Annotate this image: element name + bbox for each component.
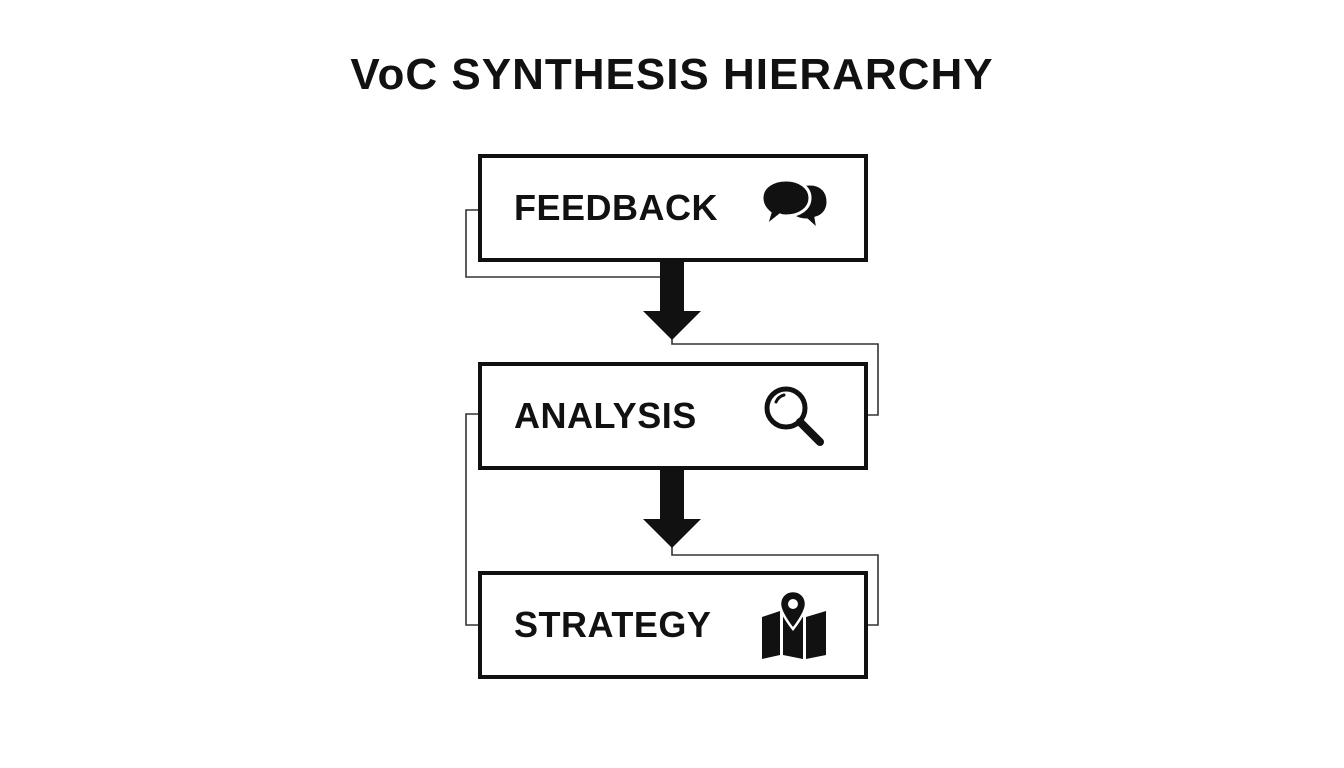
node-strategy: STRATEGY — [478, 571, 868, 679]
magnifying-glass-icon — [758, 380, 830, 452]
diagram-title: VoC SYNTHESIS HIERARCHY — [350, 50, 994, 99]
bracket-line-analysis-right — [671, 336, 879, 416]
node-feedback: FEEDBACK — [478, 154, 868, 262]
node-analysis-label: ANALYSIS — [514, 395, 697, 436]
bracket-line-analysis-strategy-left — [465, 413, 478, 626]
arrow-feedback-to-analysis — [643, 262, 701, 340]
arrow-analysis-to-strategy — [643, 470, 701, 548]
node-strategy-label: STRATEGY — [514, 604, 712, 645]
bracket-line-strategy-right — [671, 546, 879, 626]
speech-bubbles-icon — [758, 172, 830, 244]
node-analysis: ANALYSIS — [478, 362, 868, 470]
map-pin-icon — [758, 589, 830, 661]
node-feedback-label: FEEDBACK — [514, 187, 719, 228]
bracket-line-feedback-left — [465, 209, 662, 278]
